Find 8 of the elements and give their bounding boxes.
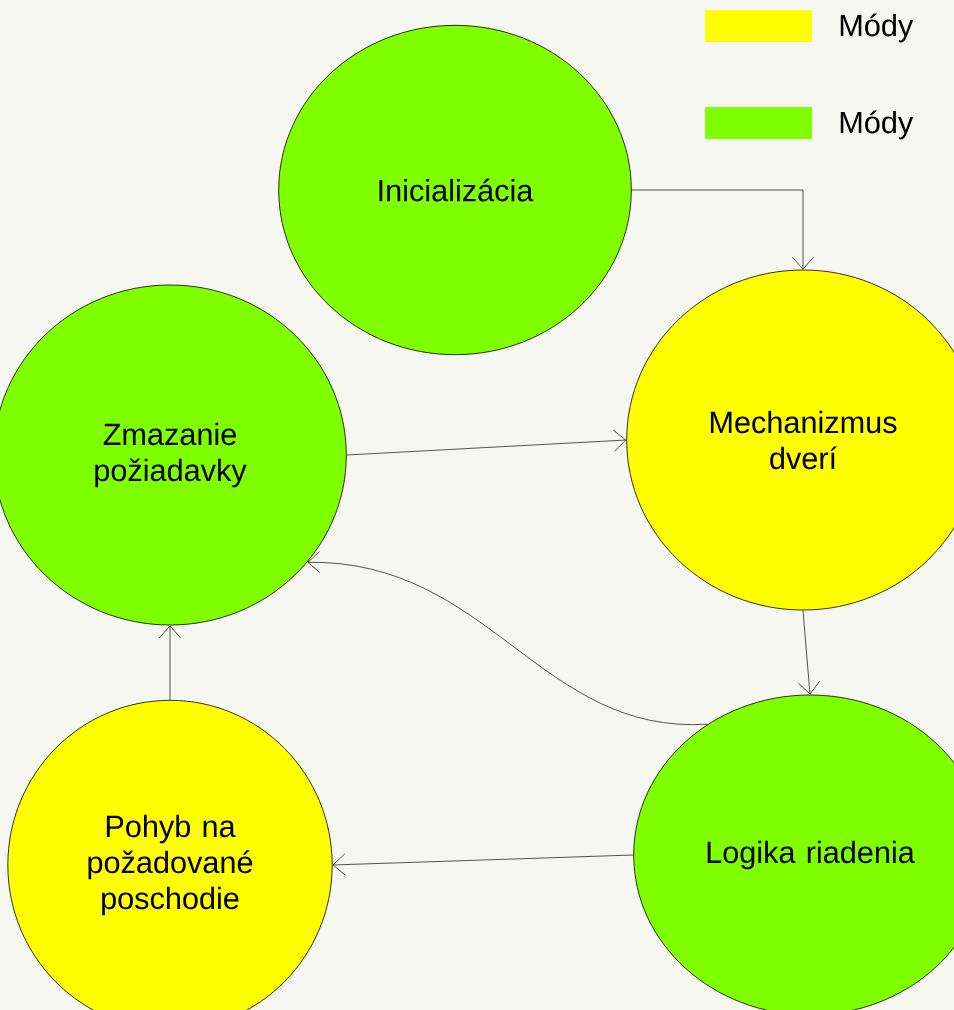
arrow	[159, 625, 181, 701]
legend-text: Módy	[840, 13, 914, 43]
arrow	[307, 551, 709, 725]
arrow	[631, 189, 814, 270]
arrow	[798, 610, 820, 695]
legend-text: Módy	[840, 110, 914, 140]
arrow	[332, 853, 634, 876]
arrow	[346, 429, 627, 456]
